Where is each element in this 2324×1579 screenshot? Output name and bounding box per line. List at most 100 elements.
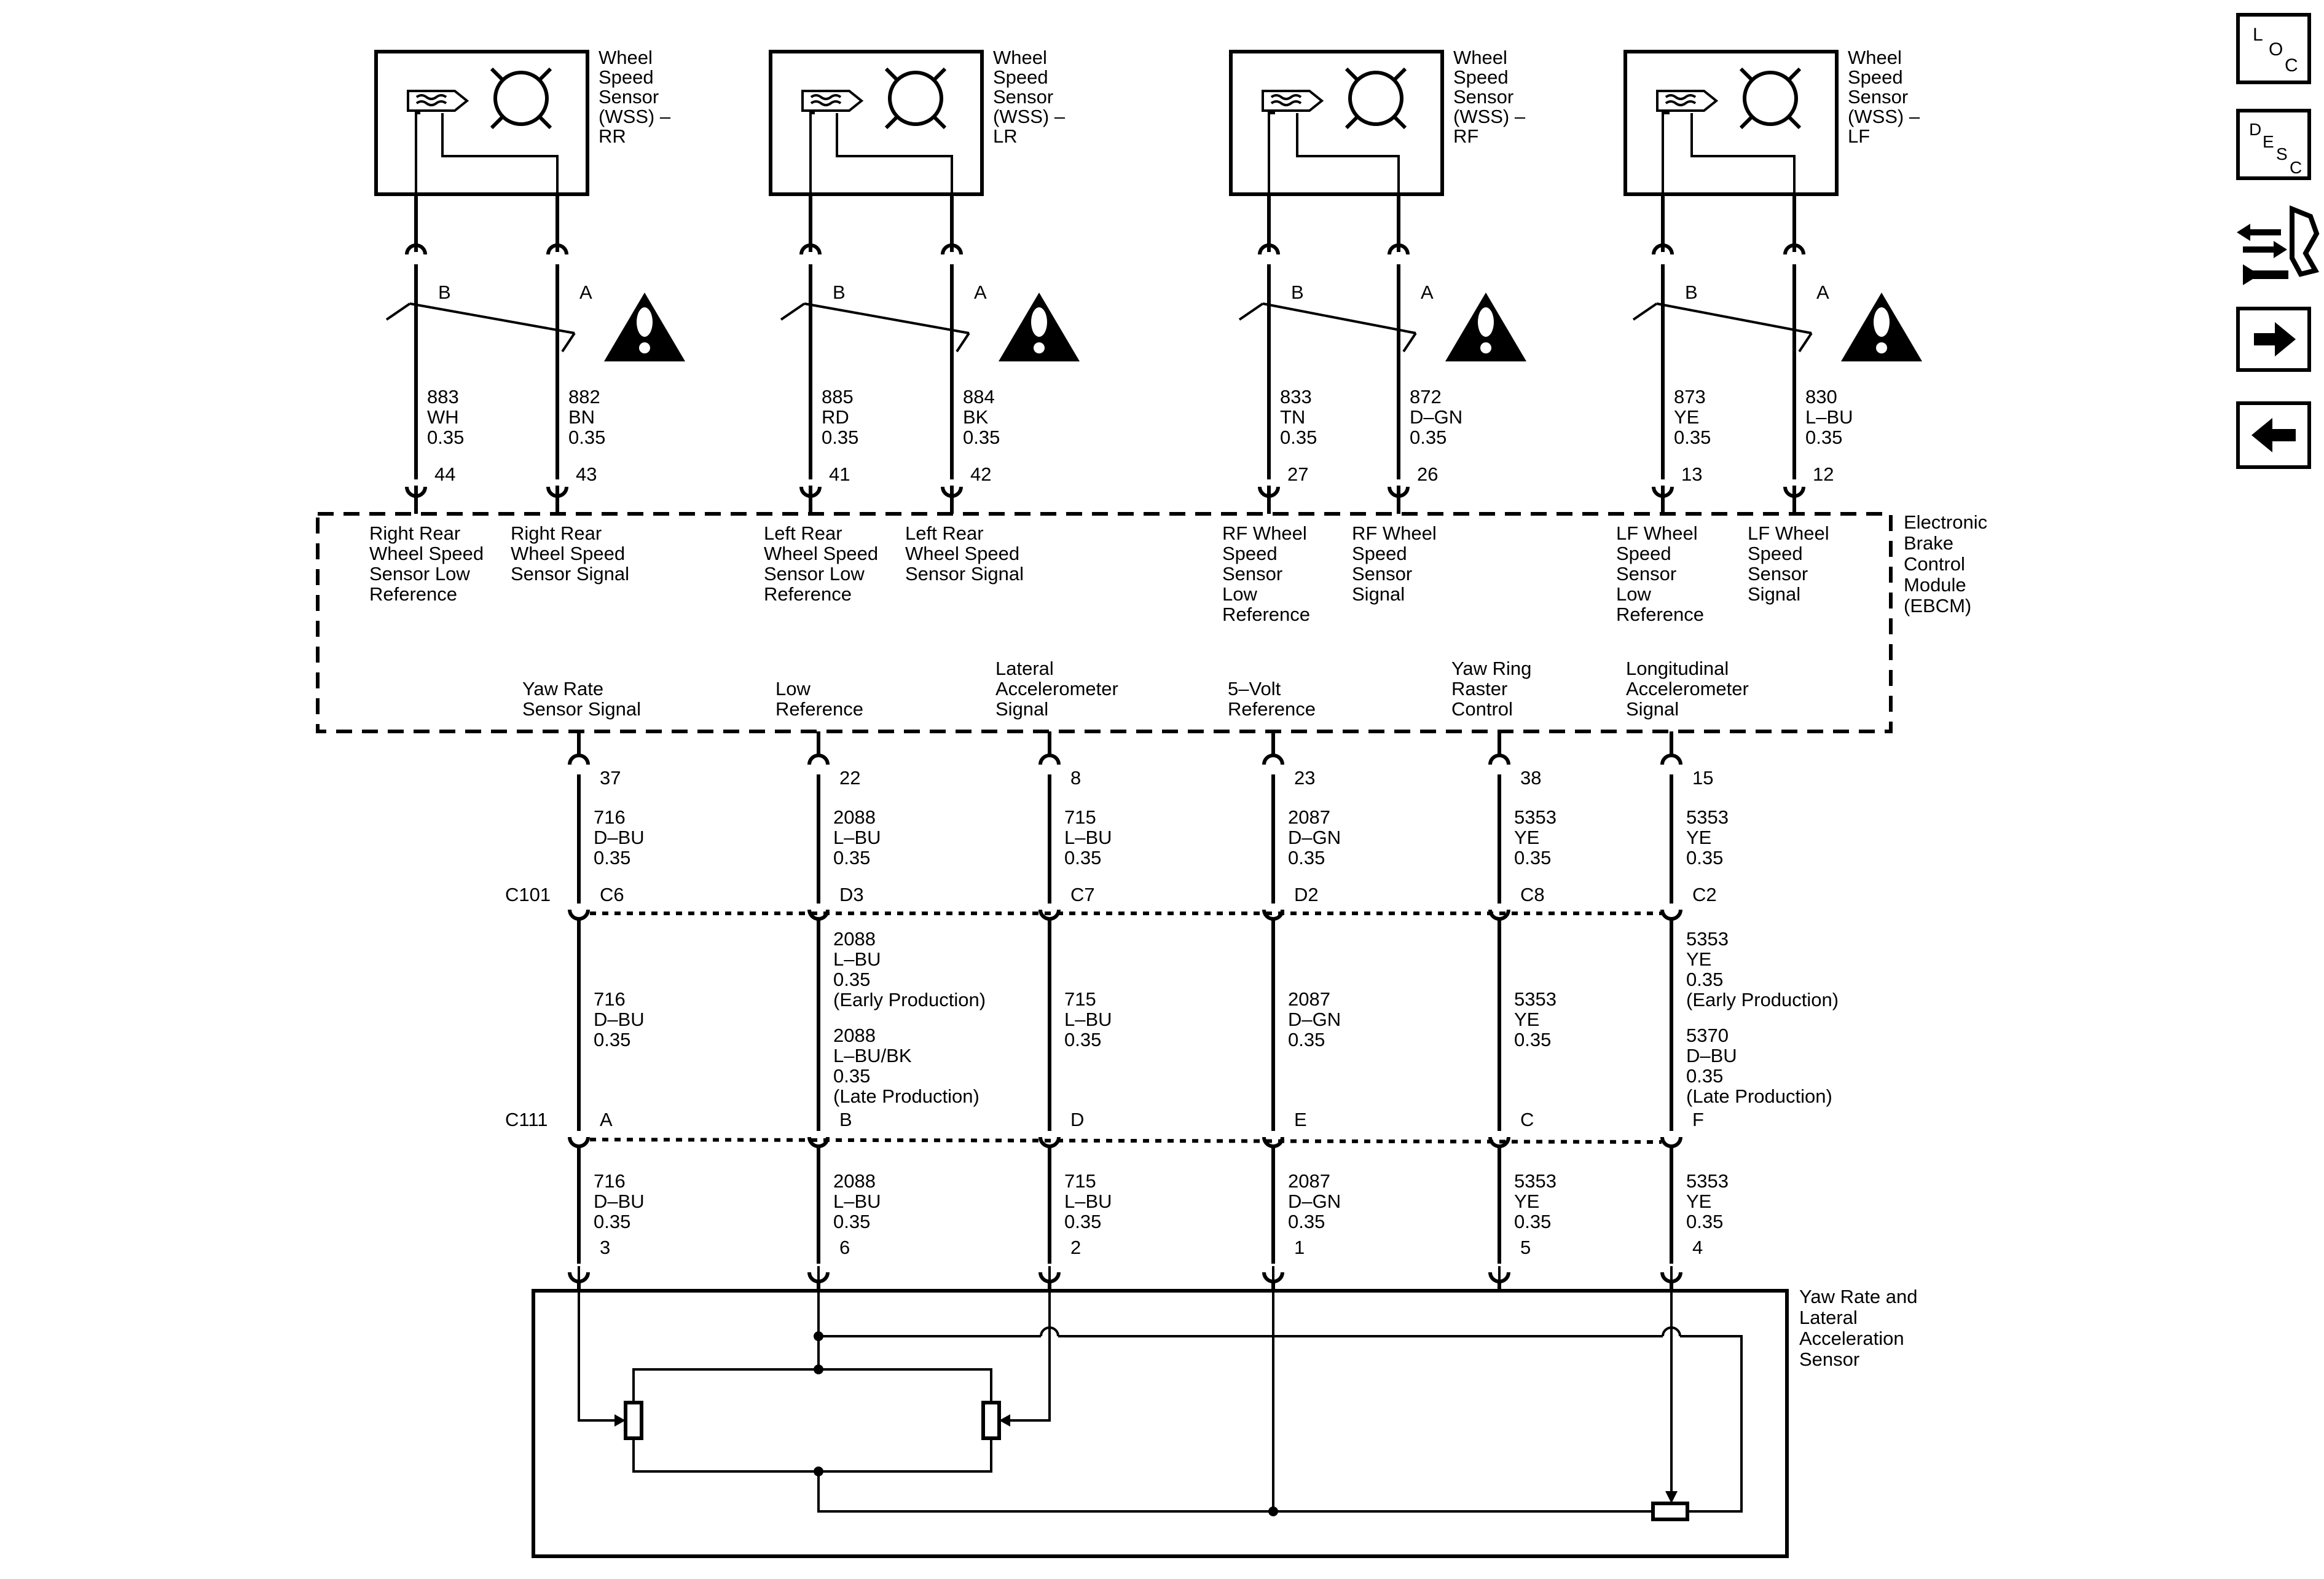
connector-pin-symbol [405, 243, 427, 255]
sensor-pin-number: 3 [600, 1237, 610, 1258]
next-arrow-icon[interactable] [2236, 307, 2311, 372]
connector-pin-symbol [941, 243, 963, 255]
wss-pin-label: A [1421, 282, 1434, 303]
warning-triangle-icon [1445, 293, 1526, 361]
c101-pin-label: D2 [1294, 884, 1319, 905]
c101-pin-label: D3 [839, 884, 864, 905]
connector-pin-symbol [1038, 754, 1061, 765]
ebcm-pin-number: 12 [1813, 463, 1834, 485]
ebcm-pin-number: 23 [1294, 767, 1315, 789]
longitudinal-accel-element [1651, 1502, 1689, 1521]
connector-tool-icon[interactable] [2237, 205, 2320, 285]
pickup-coil-icon [1262, 90, 1324, 112]
connector-pin-symbol [1488, 754, 1510, 765]
warning-triangle-icon [999, 293, 1080, 361]
connector-c101-label: C101 [505, 884, 551, 905]
sensor-pin-number: 1 [1294, 1237, 1305, 1258]
c111-pin-label: C [1520, 1109, 1534, 1130]
pickup-coil-icon [801, 90, 864, 112]
wss-pin-label: A [1816, 282, 1829, 303]
ebcm-pin-number: 43 [576, 463, 597, 485]
connector-c111-label: C111 [505, 1109, 548, 1130]
tone-ring-icon [1348, 71, 1403, 126]
connector-pin-symbol [568, 754, 590, 765]
yaw-sensor-title: Yaw Rate and Lateral Acceleration Sensor [1799, 1286, 1923, 1370]
c101-pin-label: C6 [600, 884, 624, 905]
connector-pin-symbol [546, 243, 568, 255]
sensor-pin-number: 5 [1520, 1237, 1531, 1258]
ebcm-title: Electronic Brake Control Module (EBCM) [1904, 511, 1993, 616]
c111-pin-label: D [1070, 1109, 1084, 1130]
wss-pin-label: B [1291, 282, 1304, 303]
wss-pin-label: A [974, 282, 987, 303]
connector-pin-symbol [1652, 243, 1674, 255]
prev-arrow-icon[interactable] [2236, 401, 2311, 469]
tone-ring-icon [1743, 71, 1798, 126]
ebcm-pin-number: 37 [600, 767, 621, 789]
connector-pin-symbol [1388, 243, 1410, 255]
connector-pin-symbol [1783, 243, 1805, 255]
connector-pin-symbol [799, 243, 822, 255]
wss-box [374, 50, 589, 196]
wss-box [769, 50, 984, 196]
svg-text:O: O [2269, 39, 2283, 60]
loc-icon[interactable]: L O C [2236, 13, 2311, 84]
c101-pin-label: C8 [1520, 884, 1545, 905]
sensor-pin-number: 2 [1070, 1237, 1081, 1258]
svg-text:E: E [2263, 132, 2274, 151]
twisted-pair-symbol [385, 302, 411, 321]
ebcm-pin-number: 26 [1417, 463, 1438, 485]
ebcm-pin-number: 8 [1070, 767, 1081, 789]
connector-c111-line [589, 1138, 1662, 1144]
warning-triangle-icon [604, 293, 685, 361]
ebcm-pin-number: 38 [1520, 767, 1541, 789]
ebcm-pin-number: 13 [1681, 463, 1702, 485]
desc-icon[interactable]: D E S C [2236, 109, 2311, 180]
connector-pin-symbol [807, 754, 830, 765]
svg-text:L: L [2253, 25, 2263, 45]
warning-triangle-icon [1841, 293, 1922, 361]
c101-pin-label: C7 [1070, 884, 1095, 905]
yaw-sensor-box [532, 1289, 1789, 1558]
pickup-coil-icon [407, 90, 469, 112]
